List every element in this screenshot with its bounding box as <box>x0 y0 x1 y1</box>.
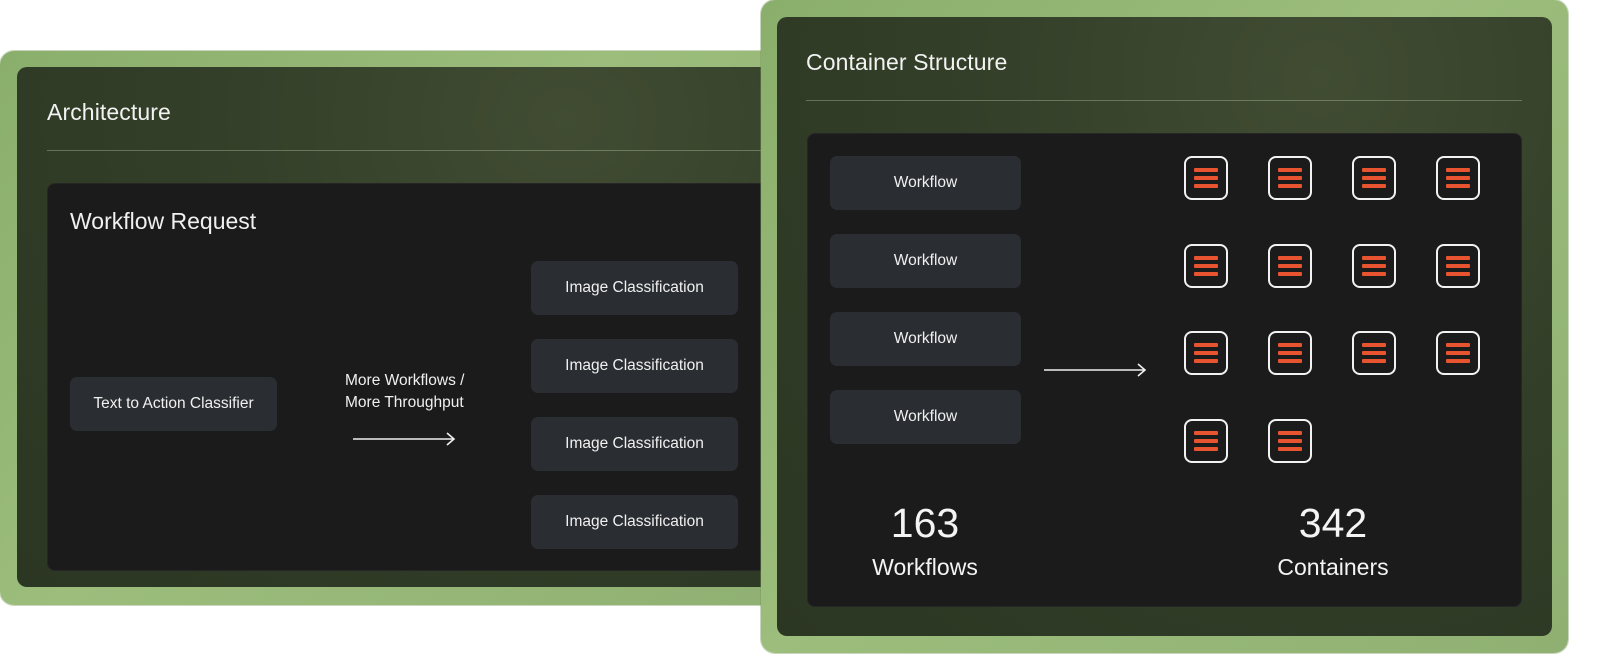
flow-label-line1: More Workflows / <box>345 372 465 389</box>
workflow-box: Workflow <box>830 390 1021 444</box>
image-classification-box: Image Classification <box>531 417 738 471</box>
workflow-box: Workflow <box>830 312 1021 366</box>
server-stack-icon <box>1184 156 1228 200</box>
server-stack-icon <box>1436 156 1480 200</box>
server-stack-icon <box>1352 156 1396 200</box>
image-classification-box: Image Classification <box>531 495 738 549</box>
right-arrow-icon <box>1044 363 1147 377</box>
right-arrow-icon <box>353 432 456 446</box>
workflow-request-panel: Workflow Request Text to Action Classifi… <box>47 183 800 571</box>
architecture-title: Architecture <box>47 99 171 125</box>
server-stack-icon <box>1268 419 1312 463</box>
flow-label: More Workflows / More Throughput <box>345 370 464 414</box>
server-stack-icon <box>1184 419 1228 463</box>
server-stack-icon <box>1268 244 1312 288</box>
container-structure-card: Container Structure Workflow Workflow Wo… <box>777 17 1552 636</box>
text-to-action-classifier-box: Text to Action Classifier <box>70 377 277 431</box>
container-structure-title: Container Structure <box>806 49 1008 75</box>
server-stack-icon <box>1184 331 1228 375</box>
server-stack-icon <box>1268 331 1312 375</box>
server-stack-icon <box>1184 244 1228 288</box>
workflows-count: 163 <box>890 500 960 546</box>
workflow-request-title: Workflow Request <box>70 208 257 234</box>
workflow-box: Workflow <box>830 234 1021 288</box>
container-structure-panel: Workflow Workflow Workflow Workflow 163 … <box>807 133 1522 607</box>
server-stack-icon <box>1268 156 1312 200</box>
server-stack-icon <box>1436 331 1480 375</box>
server-stack-icon <box>1352 244 1396 288</box>
containers-count-label: Containers <box>1277 554 1389 580</box>
image-classification-box: Image Classification <box>531 261 738 315</box>
architecture-divider <box>47 150 800 151</box>
flow-label-line2: More Throughput <box>345 394 464 411</box>
server-stack-icon <box>1436 244 1480 288</box>
image-classification-box: Image Classification <box>531 339 738 393</box>
architecture-card: Architecture Workflow Request Text to Ac… <box>17 67 800 587</box>
workflows-count-label: Workflows <box>872 554 978 580</box>
server-stack-icon <box>1352 331 1396 375</box>
container-structure-divider <box>806 100 1522 101</box>
containers-count: 342 <box>1298 500 1368 546</box>
workflow-box: Workflow <box>830 156 1021 210</box>
